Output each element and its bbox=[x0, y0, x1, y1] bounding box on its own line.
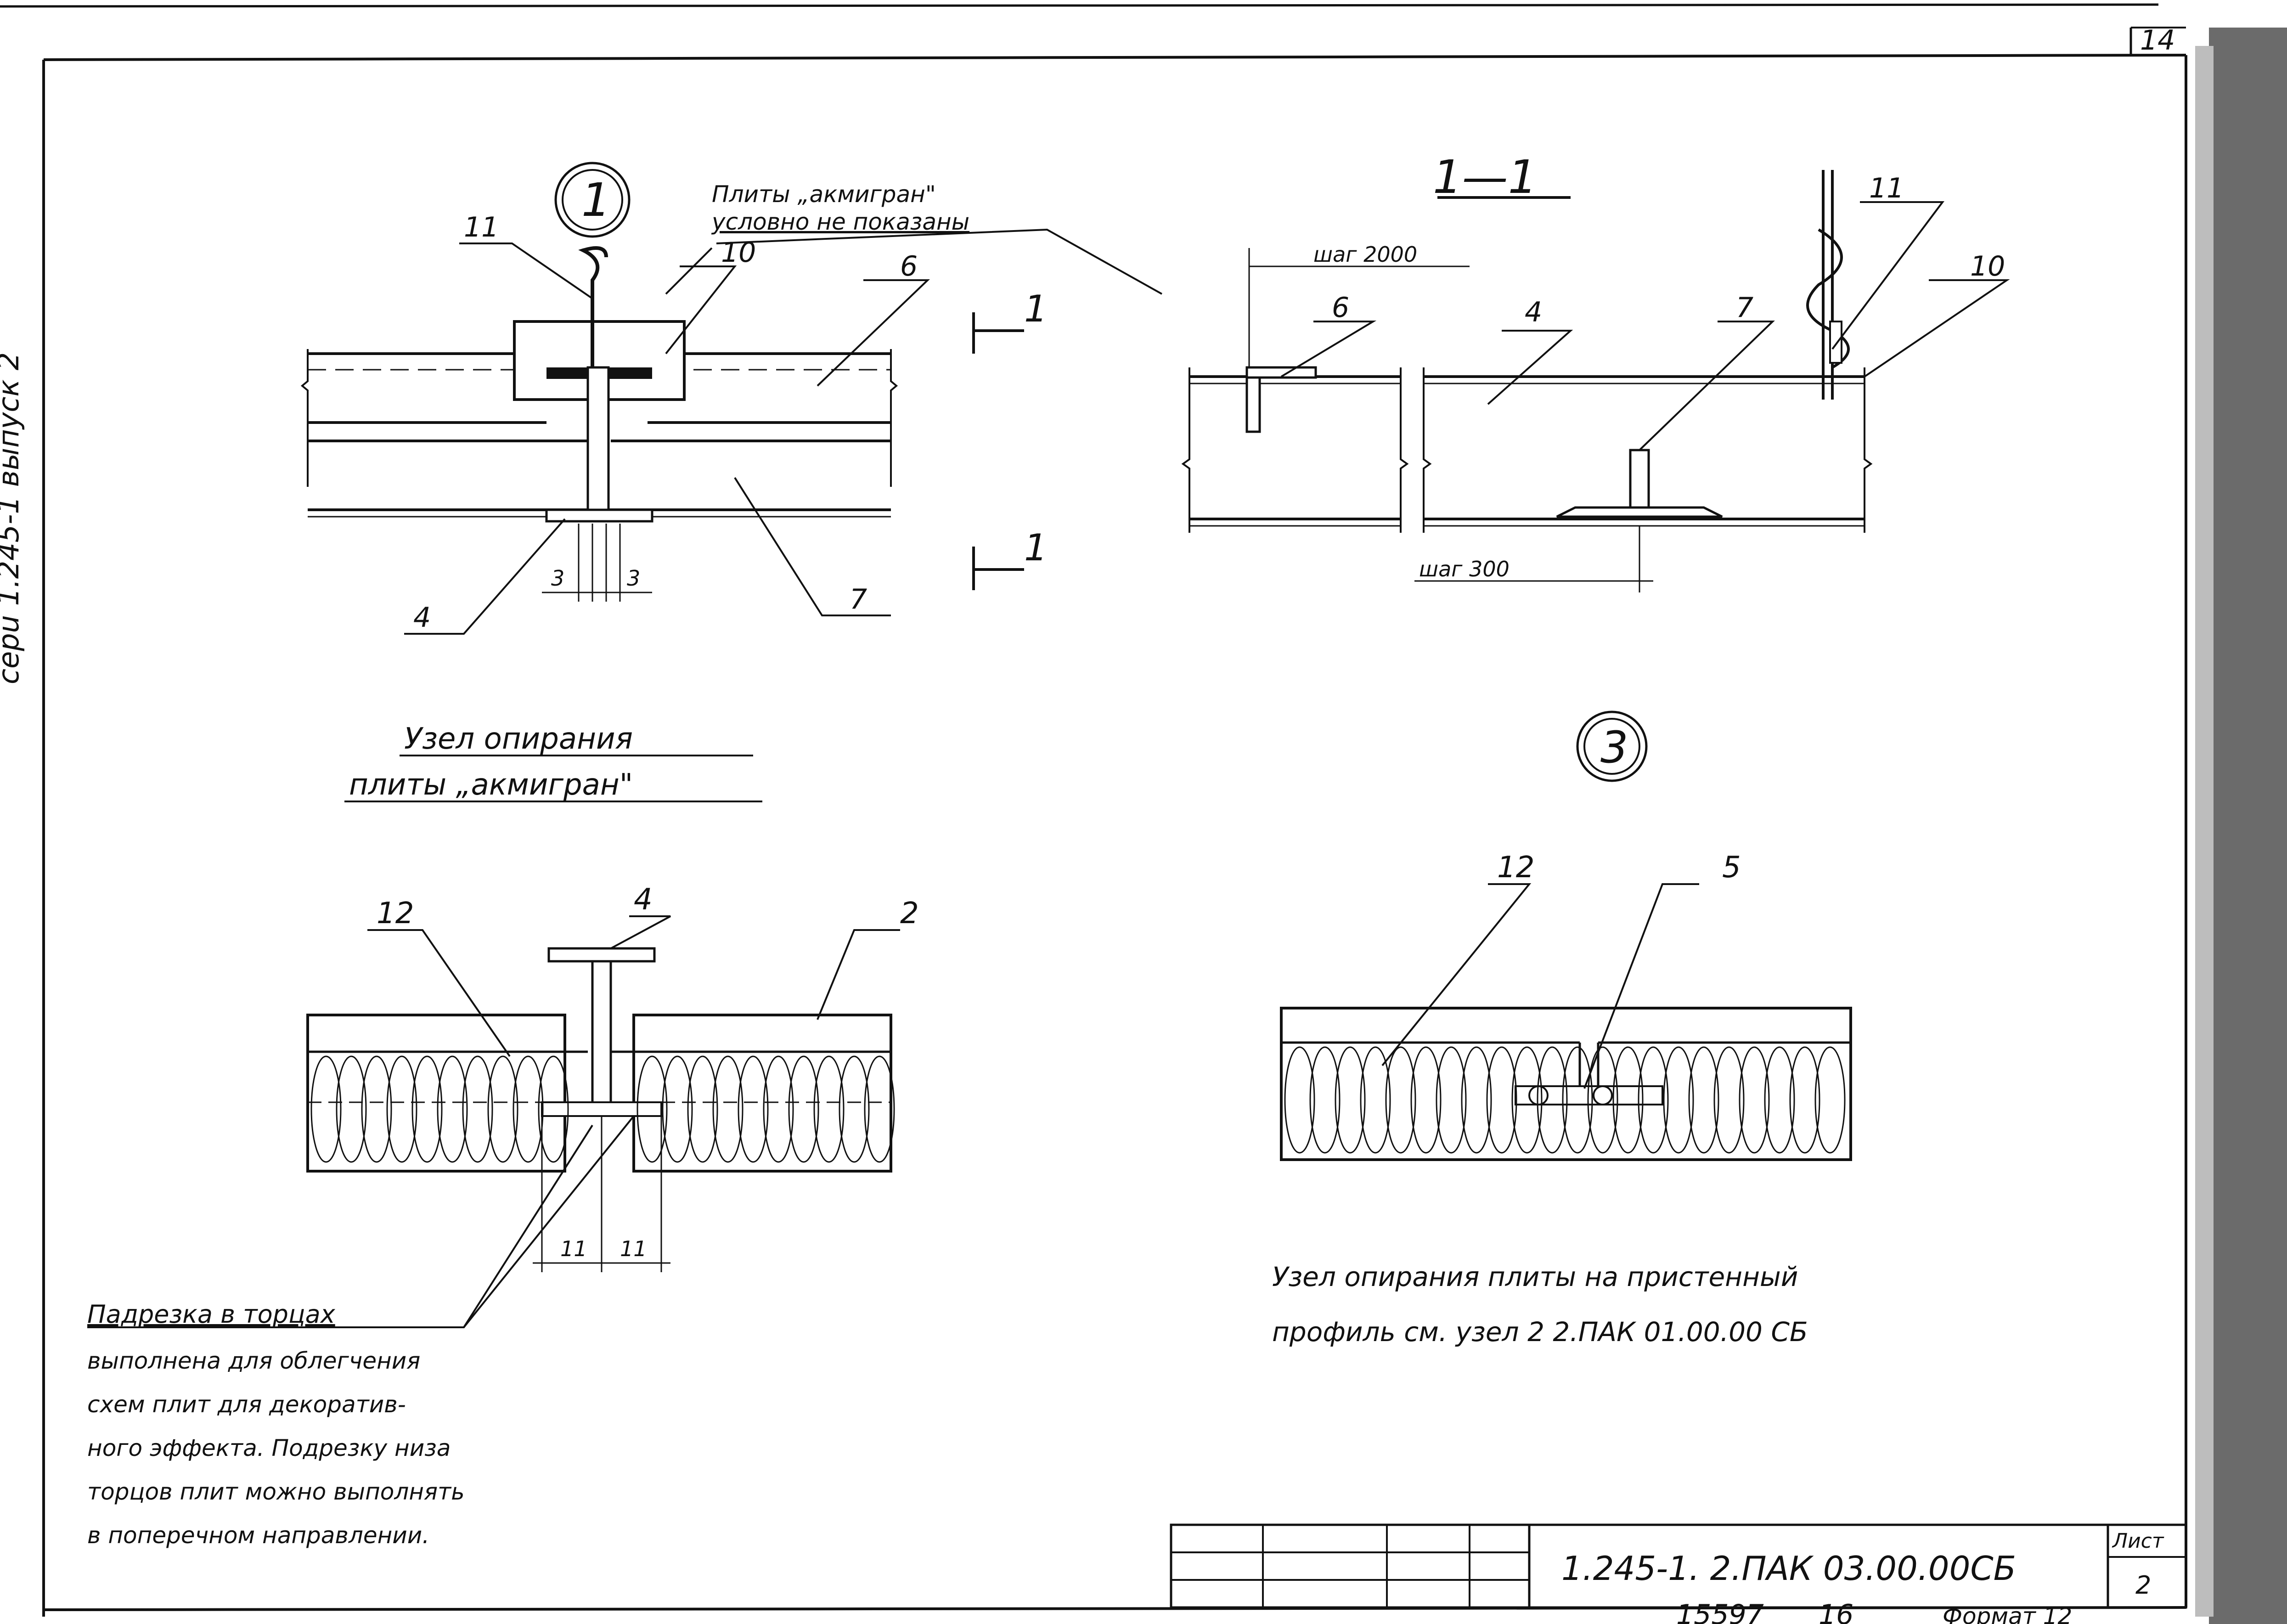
node3-note-line1: Узел опирания плиты на пристенный bbox=[1272, 1261, 1798, 1292]
node2-note-line-2: схем плит для декоратив- bbox=[87, 1391, 406, 1418]
wool-loop bbox=[864, 1055, 895, 1163]
node1-note-line2: условно не показаны bbox=[711, 209, 969, 235]
wool-loop bbox=[336, 1055, 367, 1163]
node1-label-7: 7 bbox=[850, 583, 867, 615]
wool-loop bbox=[1739, 1046, 1770, 1154]
wool-loop bbox=[310, 1055, 342, 1163]
title-sheet-number: 2 bbox=[2135, 1571, 2151, 1600]
wool-loop bbox=[1410, 1046, 1442, 1154]
wool-loop bbox=[1461, 1046, 1492, 1154]
node1-dim-right: 3 bbox=[627, 566, 640, 591]
wool-loop bbox=[662, 1055, 693, 1163]
section11-step-bottom: шаг 300 bbox=[1419, 557, 1510, 581]
bottom-left-number: 15597 bbox=[1676, 1599, 1764, 1624]
side-label: серu 1.245-1 выпуск 2 bbox=[0, 352, 25, 684]
wool-loop bbox=[1638, 1046, 1669, 1154]
section11-label-4: 4 bbox=[1525, 296, 1542, 328]
node3-drawing bbox=[1280, 710, 1852, 1161]
wool-loop bbox=[1486, 1046, 1517, 1154]
wool-loop bbox=[538, 1055, 569, 1163]
node2-drawing bbox=[87, 755, 900, 1328]
sheet-frame bbox=[0, 3, 2287, 1624]
wool-loop bbox=[513, 1055, 544, 1163]
node2-note-title: Падрезка в торцах bbox=[87, 1300, 336, 1329]
node1-label-6: 6 bbox=[900, 250, 918, 282]
wool-loop bbox=[437, 1055, 468, 1163]
node1-label-10: 10 bbox=[721, 237, 756, 269]
wool-loop bbox=[386, 1055, 417, 1163]
section11-step-top: шаг 2000 bbox=[1313, 242, 1417, 267]
wool-loop bbox=[687, 1055, 718, 1163]
title-doc-code: 1.245-1. 2.ПАК 03.00.00СБ bbox=[1561, 1549, 2016, 1588]
node2-note-line-1: выполнена для облегчения bbox=[87, 1348, 420, 1374]
node2-note-line-3: ного эффекта. Подрезку низа bbox=[87, 1435, 451, 1461]
wool-loop bbox=[1360, 1046, 1391, 1154]
node3-label-12: 12 bbox=[1497, 851, 1534, 885]
wool-loop bbox=[487, 1055, 518, 1163]
node1-label-11: 11 bbox=[464, 211, 499, 243]
wool-loop bbox=[763, 1055, 794, 1163]
node2-note-line-5: в поперечном направлении. bbox=[87, 1522, 429, 1549]
node3-label-5: 5 bbox=[1722, 851, 1741, 885]
sheet-corner-number: 14 bbox=[2140, 24, 2175, 56]
wool-loop bbox=[1764, 1046, 1795, 1154]
node1-note-line1: Плиты „акмигран" bbox=[712, 181, 936, 208]
wool-loop bbox=[1511, 1046, 1543, 1154]
title-sheet-label: Лист bbox=[2112, 1529, 2164, 1553]
section-mark-top: 1 bbox=[1024, 288, 1048, 330]
wool-right bbox=[637, 1055, 895, 1163]
node2-label-12: 12 bbox=[377, 897, 414, 930]
title-block bbox=[1170, 1523, 2187, 1609]
wool-loop bbox=[1587, 1046, 1618, 1154]
wool-loop bbox=[1537, 1046, 1568, 1154]
wool-loop bbox=[1612, 1046, 1644, 1154]
wool-loop bbox=[1663, 1046, 1694, 1154]
wool-loop bbox=[1789, 1046, 1820, 1154]
bottom-format: Формат 12 bbox=[1943, 1603, 2072, 1624]
node2-label-4: 4 bbox=[634, 883, 653, 917]
wool-loop bbox=[361, 1055, 392, 1163]
wool-loop bbox=[1284, 1046, 1315, 1154]
node3-number: 3 bbox=[1600, 722, 1628, 773]
wool-node3 bbox=[1284, 1046, 1846, 1154]
wool-loop bbox=[712, 1055, 744, 1163]
wool-loop bbox=[738, 1055, 769, 1163]
node2-note-line-4: торцов плит можно выполнять bbox=[87, 1478, 465, 1505]
node1-label-4: 4 bbox=[413, 602, 431, 634]
wool-loop bbox=[1562, 1046, 1593, 1154]
node2-dim-right: 11 bbox=[620, 1236, 647, 1261]
section11-drawing bbox=[1181, 170, 2010, 592]
node1-number: 1 bbox=[581, 173, 611, 227]
wool-loop bbox=[1688, 1046, 1719, 1154]
wool-loop bbox=[1436, 1046, 1467, 1154]
section11-label-11: 11 bbox=[1869, 172, 1904, 204]
wool-loop bbox=[462, 1055, 493, 1163]
wool-loop bbox=[411, 1055, 443, 1163]
wool-loop bbox=[839, 1055, 870, 1163]
wool-loop bbox=[637, 1055, 668, 1163]
section11-label-7: 7 bbox=[1736, 292, 1753, 324]
node1-drawing: 1 bbox=[300, 162, 1162, 635]
section11-label-6: 6 bbox=[1332, 292, 1349, 324]
node3-note-line2: профиль см. узел 2 2.ПАК 01.00.00 СБ bbox=[1272, 1316, 1808, 1348]
node2-label-2: 2 bbox=[900, 897, 919, 930]
wool-loop bbox=[1385, 1046, 1416, 1154]
node1-dim-left: 3 bbox=[551, 566, 564, 591]
wool-loop bbox=[1335, 1046, 1366, 1154]
section11-label-10: 10 bbox=[1970, 250, 2005, 282]
wool-loop bbox=[1713, 1046, 1745, 1154]
wool-loop bbox=[1814, 1046, 1846, 1154]
wool-loop bbox=[788, 1055, 819, 1163]
node2-title-line2: плиты „акмигран" bbox=[349, 768, 633, 802]
section-mark-bottom: 1 bbox=[1024, 526, 1048, 569]
wool-left bbox=[310, 1055, 569, 1163]
node2-title-line1: Узел опирания bbox=[404, 722, 633, 756]
section11-title: 1—1 bbox=[1433, 150, 1537, 204]
bottom-mid-number: 16 bbox=[1819, 1599, 1853, 1624]
node2-dim-left: 11 bbox=[560, 1236, 587, 1261]
wool-loop bbox=[1309, 1046, 1341, 1154]
wool-loop bbox=[813, 1055, 845, 1163]
